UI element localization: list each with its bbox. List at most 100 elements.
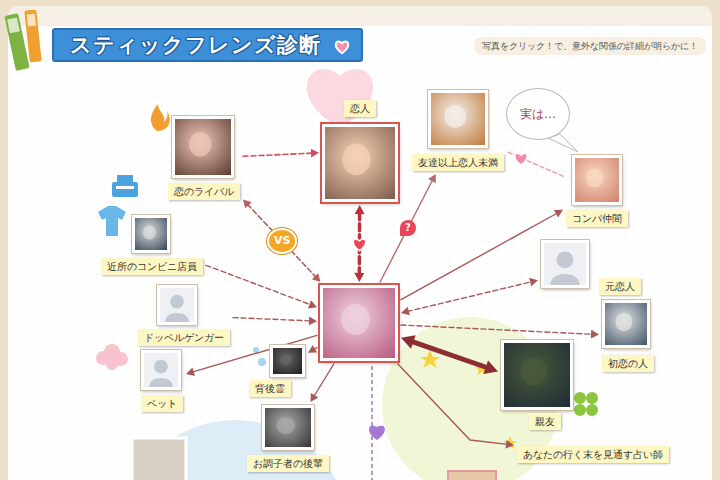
purple-heart: [369, 426, 385, 440]
photo-face: [616, 313, 633, 331]
relation-node: コンパ仲間: [566, 155, 628, 227]
relation-tag: 友達以上恋人未満: [412, 154, 504, 171]
photo-frame: [172, 116, 234, 178]
connector-line: [398, 364, 508, 444]
relation-tag: ペット: [141, 395, 183, 412]
photo-face: [586, 168, 604, 187]
photo-image: [323, 288, 395, 358]
relation-node: 背後霊: [249, 345, 305, 397]
photo-image: [544, 243, 586, 285]
relation-tag: 元恋人: [599, 278, 641, 295]
photo-frame: [270, 345, 305, 377]
connector-line: [401, 213, 557, 300]
relation-arrow: [206, 265, 317, 308]
connector-line: [247, 204, 316, 277]
photo-image: [504, 343, 570, 407]
top-band: [8, 6, 712, 26]
photo-image: [605, 303, 647, 345]
relation-arrow: [401, 325, 599, 339]
silhouette-head: [170, 295, 184, 309]
relation-arrow: [401, 278, 538, 316]
photo-face: [143, 225, 156, 239]
photo-image: [431, 93, 485, 145]
photo-face: [343, 144, 371, 176]
silhouette-body: [165, 313, 189, 322]
connector-line: [411, 341, 488, 368]
arrow-head: [529, 278, 538, 287]
photo-image: [160, 288, 194, 322]
relation-tag: ドッペルゲンガー: [138, 329, 230, 346]
relation-tag: 親友: [529, 413, 561, 430]
shirt-icon: [98, 206, 126, 236]
photo-frame: [320, 285, 398, 361]
relation-tag: お調子者の後輩: [247, 455, 329, 472]
photo-image: [273, 348, 302, 374]
pink-heart: [307, 69, 373, 128]
relation-tag: 恋人: [344, 100, 376, 117]
relation-arrow: [353, 205, 365, 282]
photo-frame: [141, 350, 181, 390]
blue-circle: [120, 420, 350, 480]
photo-image: [265, 408, 311, 447]
dashed-line: [371, 366, 372, 480]
silhouette-head: [154, 360, 168, 374]
photo-face: [521, 358, 547, 386]
fire-icon: [151, 104, 170, 131]
relation-tag: 背後霊: [249, 380, 291, 397]
photo-image: [135, 218, 167, 250]
relation-arrow: [401, 335, 498, 374]
photo-image: [325, 127, 395, 199]
panel-dots: [8, 6, 712, 480]
heart-mark: [353, 239, 365, 251]
relation-node: ペット: [141, 350, 183, 412]
relation-arrow: [243, 200, 320, 282]
photo-frame: [602, 300, 650, 348]
relation-tag: 近所のコンビニ店員: [101, 258, 203, 275]
relation-node: [320, 285, 398, 361]
connector-line: [314, 364, 334, 397]
relation-arrow: [398, 364, 514, 449]
edge-label: ?: [400, 220, 416, 236]
relation-node: 元恋人: [541, 240, 641, 295]
photo-image: [144, 353, 178, 387]
register-icon: [112, 175, 138, 197]
pink-cloud: [96, 344, 128, 370]
photo-face: [445, 105, 467, 128]
photo-frame: [322, 124, 398, 202]
instruction-note: 写真をクリック！で、意外な関係の詳細が明らかに！: [474, 37, 706, 55]
photo-face: [189, 132, 211, 157]
relation-arrow: [310, 364, 333, 402]
relation-node: 恋のライバル: [168, 116, 240, 200]
connector-line: [233, 318, 311, 321]
title-text: スティックフレンズ診断: [70, 31, 321, 59]
connector-line: [206, 265, 311, 305]
relation-arrow: [243, 149, 319, 158]
panel: [8, 6, 712, 480]
relation-tag: 初恋の人: [602, 355, 654, 372]
connector-line: [407, 282, 532, 312]
silhouette-body: [149, 378, 173, 387]
title-banner: スティックフレンズ診断: [52, 28, 363, 62]
connector-line: [507, 152, 563, 176]
partial-photo: [132, 438, 186, 480]
relation-node: 親友: [501, 340, 573, 430]
photo-face: [341, 304, 370, 335]
clover: [574, 392, 598, 416]
relation-node: 恋人: [322, 100, 398, 202]
photo-frame: [541, 240, 589, 288]
photo-image: [575, 158, 619, 202]
photo-frame: [262, 405, 314, 450]
photo-image: [175, 119, 231, 175]
connector-line: [401, 325, 593, 334]
relation-arrow: [507, 152, 563, 176]
heart-mark: [515, 153, 527, 165]
photo-frame: [132, 215, 170, 253]
relation-node: ドッペルゲンガー: [138, 285, 230, 346]
silhouette-head: [557, 251, 574, 268]
silhouette-body: [550, 274, 579, 285]
heart-shape: [336, 41, 348, 53]
relation-node: お調子者の後輩: [247, 405, 329, 472]
partial-photo: [448, 471, 496, 480]
heart-icon: [331, 37, 353, 57]
